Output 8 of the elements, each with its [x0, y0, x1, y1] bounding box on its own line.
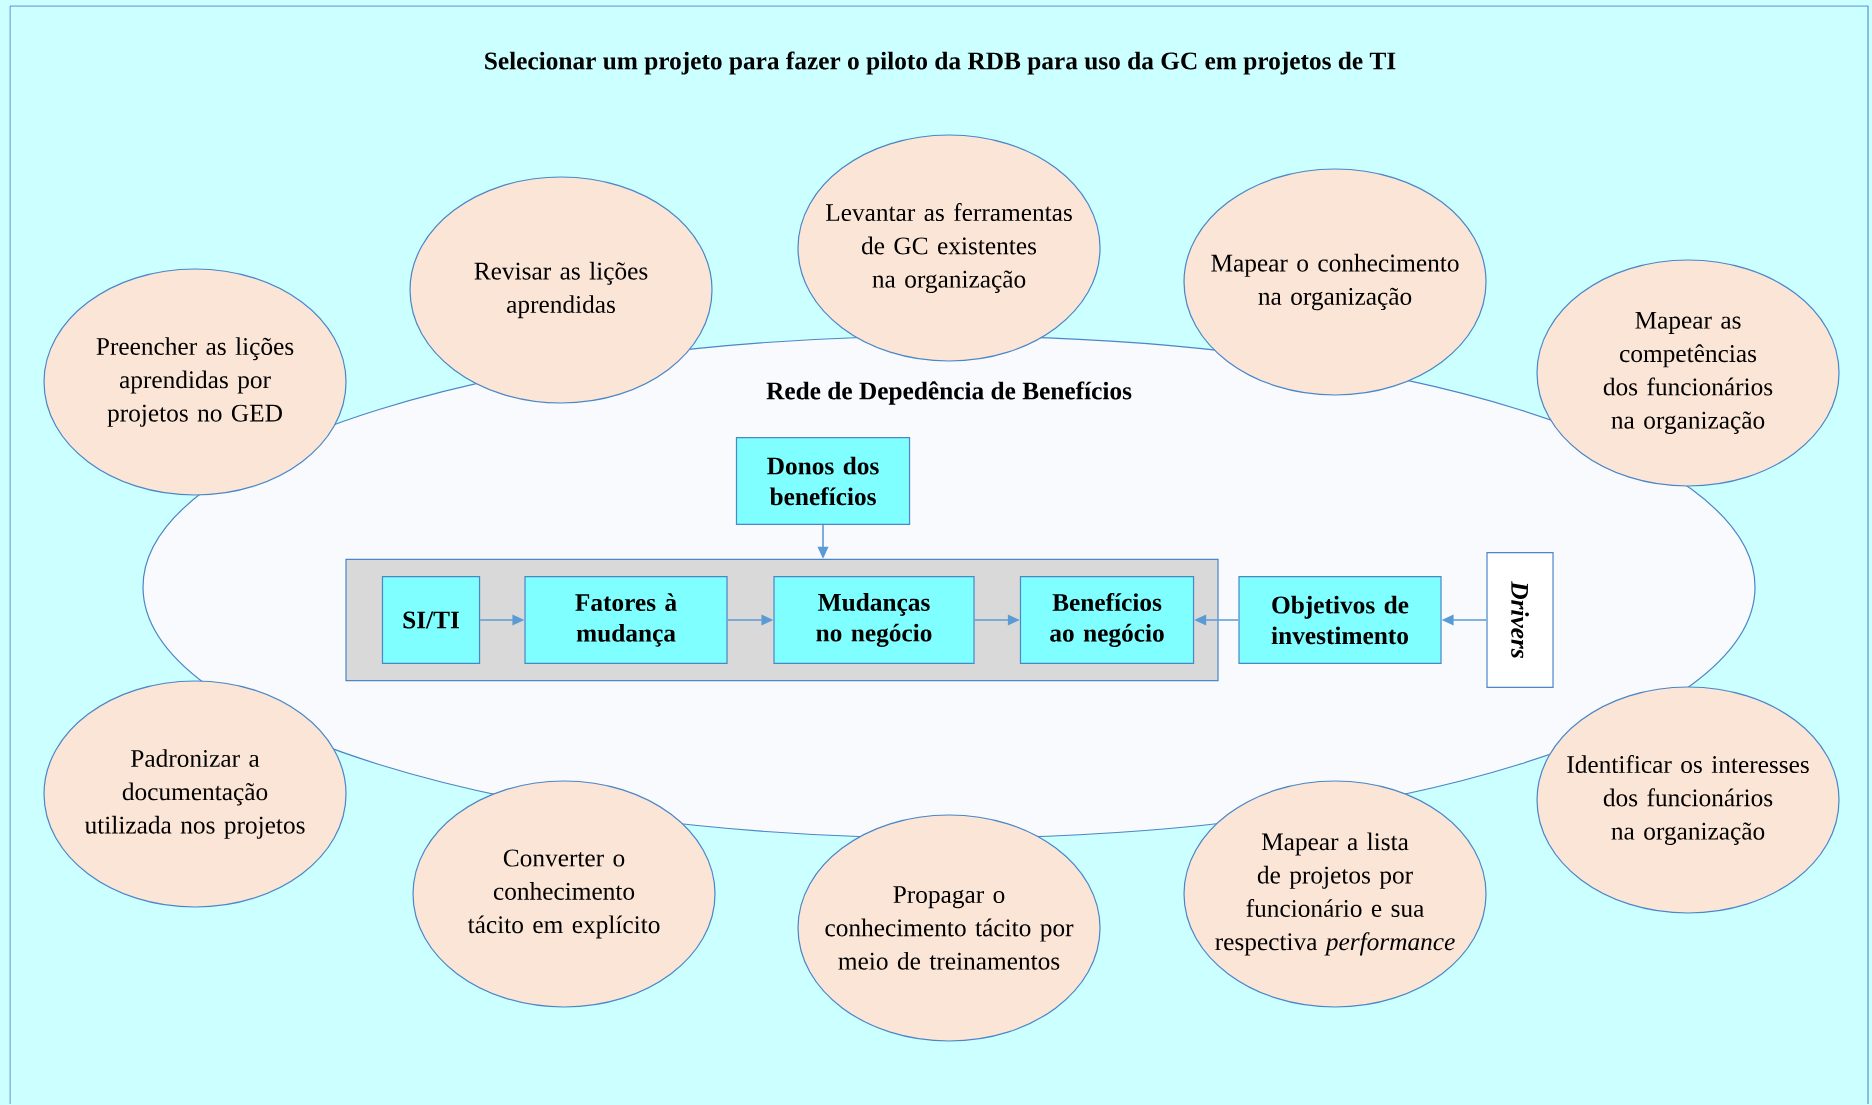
process-box: Donos dos benefícios: [735, 436, 911, 526]
diagram-title: Selecionar um projeto para fazer o piloto da RDB para uso da GC em projetos de TI: [485, 51, 1396, 75]
driver-box: Drivers: [1486, 551, 1554, 689]
process-box: Benefícios ao negócio: [1019, 575, 1195, 665]
process-box: Objetivos de investimento: [1238, 575, 1442, 665]
process-box: Fatores à mudança: [524, 575, 728, 665]
process-box: SI/TI: [381, 575, 481, 665]
process-box: Mudanças no negócio: [773, 575, 975, 665]
